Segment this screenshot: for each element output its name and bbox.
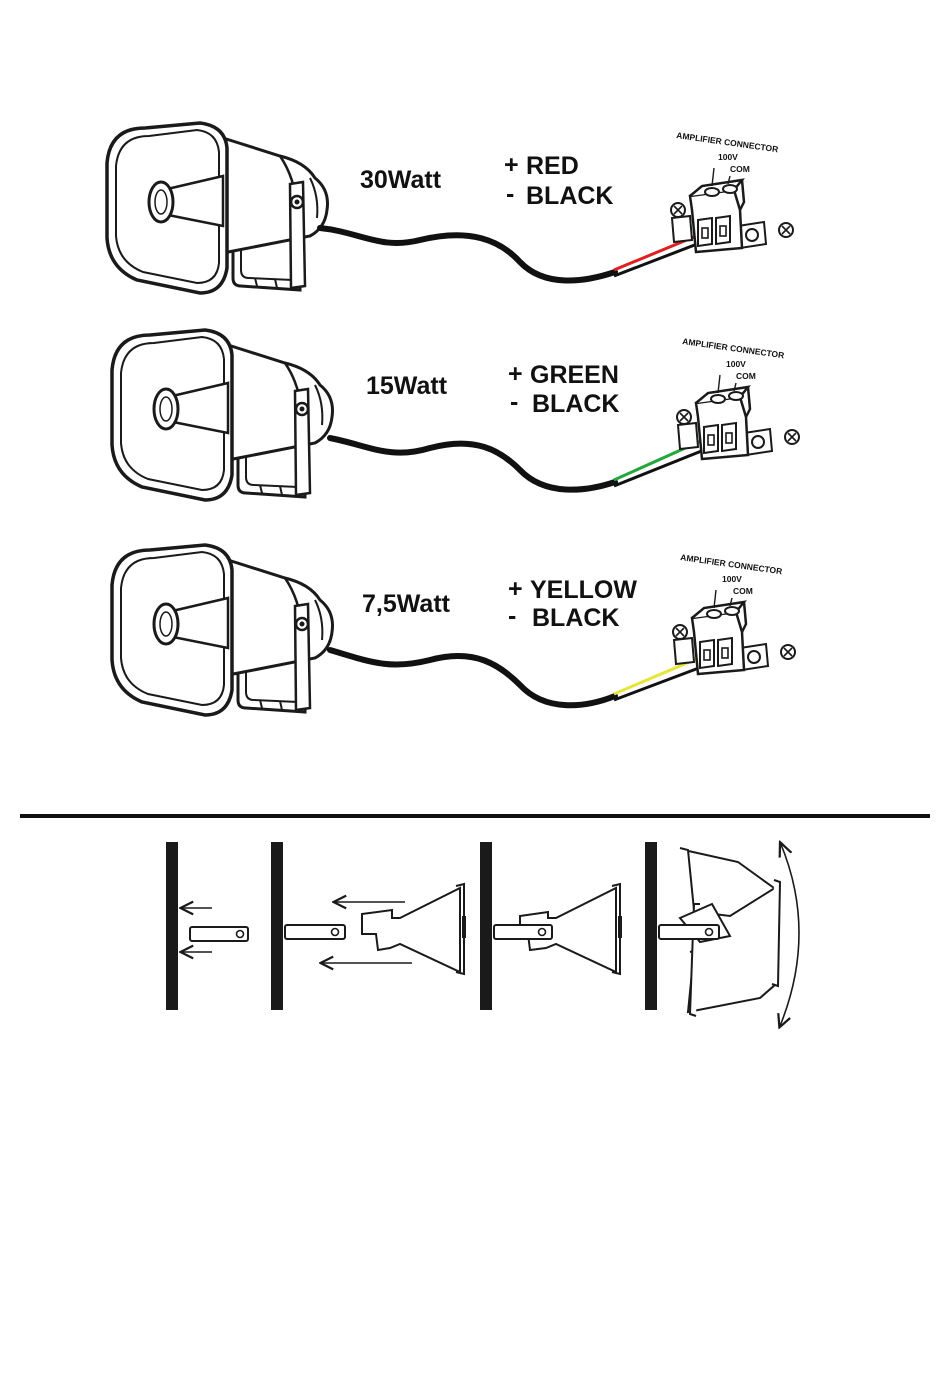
wall-icon <box>645 842 657 1010</box>
connector-pin-com: COM <box>730 164 750 174</box>
connector-title: AMPLIFIER CONNECTOR <box>682 336 785 360</box>
minus-symbol: - <box>510 388 518 416</box>
connector-pin-100v: 100V <box>726 359 746 369</box>
minus-symbol: - <box>506 180 514 208</box>
speaker-row-30w: 30Watt + RED - BLACK AMPLIFIER CONNECTOR… <box>107 123 793 293</box>
minus-wire-label: BLACK <box>526 182 614 210</box>
connector-pin-100v: 100V <box>722 574 742 584</box>
mounting-step-3 <box>480 842 622 1010</box>
plus-symbol: + <box>508 575 523 603</box>
connector-pin-com: COM <box>736 371 756 381</box>
mounting-step-4 <box>645 842 799 1026</box>
plus-wire-label: RED <box>526 152 579 180</box>
speaker-row-15w: 15Watt + GREEN - BLACK AMPLIFIER CONNECT… <box>112 330 799 500</box>
horn-side-icon <box>362 884 466 974</box>
connector-title: AMPLIFIER CONNECTOR <box>676 130 779 154</box>
horn-speaker-icon <box>112 545 333 715</box>
power-label: 7,5Watt <box>362 590 451 618</box>
amplifier-connector-icon <box>677 375 799 459</box>
horn-speaker-icon <box>112 330 333 500</box>
connector-pin-com: COM <box>733 586 753 596</box>
rotate-arrow-icon <box>780 842 799 1026</box>
plus-symbol: + <box>508 360 523 388</box>
speaker-row-7-5w: 7,5Watt + YELLOW - BLACK AMPLIFIER CONNE… <box>112 545 795 715</box>
power-label: 15Watt <box>366 372 448 400</box>
horn-speaker-icon <box>107 123 328 293</box>
speaker-cable <box>320 228 615 281</box>
connector-pin-100v: 100V <box>718 152 738 162</box>
speaker-cable <box>330 650 615 705</box>
wall-icon <box>271 842 283 1010</box>
plus-wire-label: YELLOW <box>530 576 637 604</box>
mounting-step-2 <box>271 842 466 1010</box>
mounting-step-1 <box>166 842 248 1010</box>
wall-icon <box>480 842 492 1010</box>
wall-icon <box>166 842 178 1010</box>
plus-symbol: + <box>504 151 519 179</box>
speaker-cable <box>330 438 615 490</box>
power-label: 30Watt <box>360 166 442 194</box>
amplifier-connector-icon <box>671 168 793 252</box>
minus-wire-label: BLACK <box>532 604 620 632</box>
connector-title: AMPLIFIER CONNECTOR <box>680 552 783 576</box>
minus-wire-label: BLACK <box>532 390 620 418</box>
minus-symbol: - <box>508 602 516 630</box>
amplifier-connector-icon <box>673 590 795 674</box>
plus-wire-label: GREEN <box>530 361 619 389</box>
